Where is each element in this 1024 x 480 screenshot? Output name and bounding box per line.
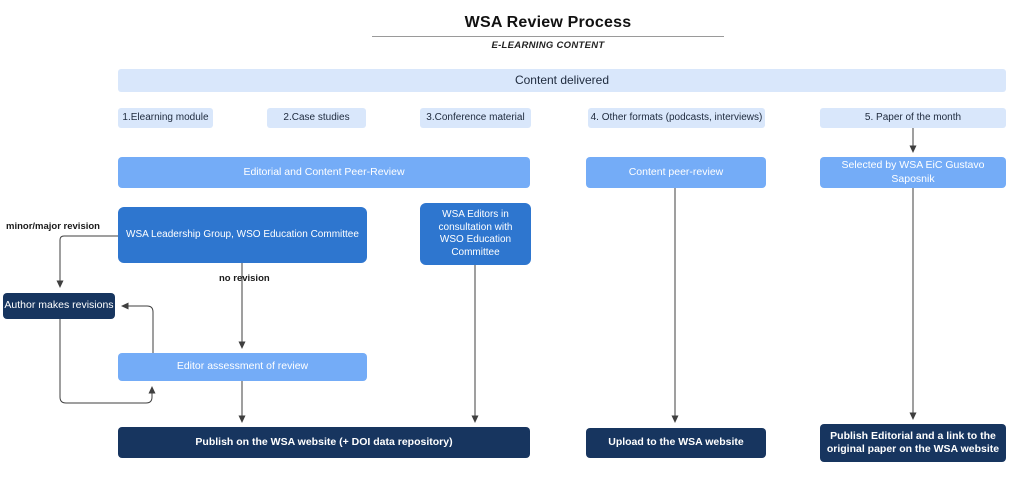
publish-editorial-link-box: Publish Editorial and a link to the orig… [820,424,1006,462]
category-conference-material: 3.Conference material [420,108,531,128]
editor-assessment-box: Editor assessment of review [118,353,367,381]
content-peer-review-box: Content peer-review [586,157,766,188]
category-paper-of-the-month: 5. Paper of the month [820,108,1006,128]
diagram-title: WSA Review Process [464,14,632,31]
content-delivered-banner: Content delivered [118,69,1006,92]
wsa-leadership-group-box: WSA Leadership Group, WSO Education Comm… [118,207,367,263]
selected-by-eic-box: Selected by WSA EiC Gustavo Saposnik [820,157,1006,188]
editorial-content-peer-review-box: Editorial and Content Peer-Review [118,157,530,188]
no-revision-label: no revision [219,273,270,284]
category-case-studies: 2.Case studies [267,108,366,128]
wsa-editors-box: WSA Editors in consultation with WSO Edu… [420,203,531,265]
category-other-formats: 4. Other formats (podcasts, interviews) [588,108,765,128]
minor-major-revision-label: minor/major revision [6,221,100,232]
category-elearning-module: 1.Elearning module [118,108,213,128]
publish-wsa-website-box: Publish on the WSA website (+ DOI data r… [118,427,530,458]
author-makes-revisions-box: Author makes revisions [3,293,115,319]
upload-wsa-website-box: Upload to the WSA website [586,428,766,458]
title-underline [372,36,724,37]
diagram-subtitle: E-LEARNING CONTENT [491,40,605,51]
